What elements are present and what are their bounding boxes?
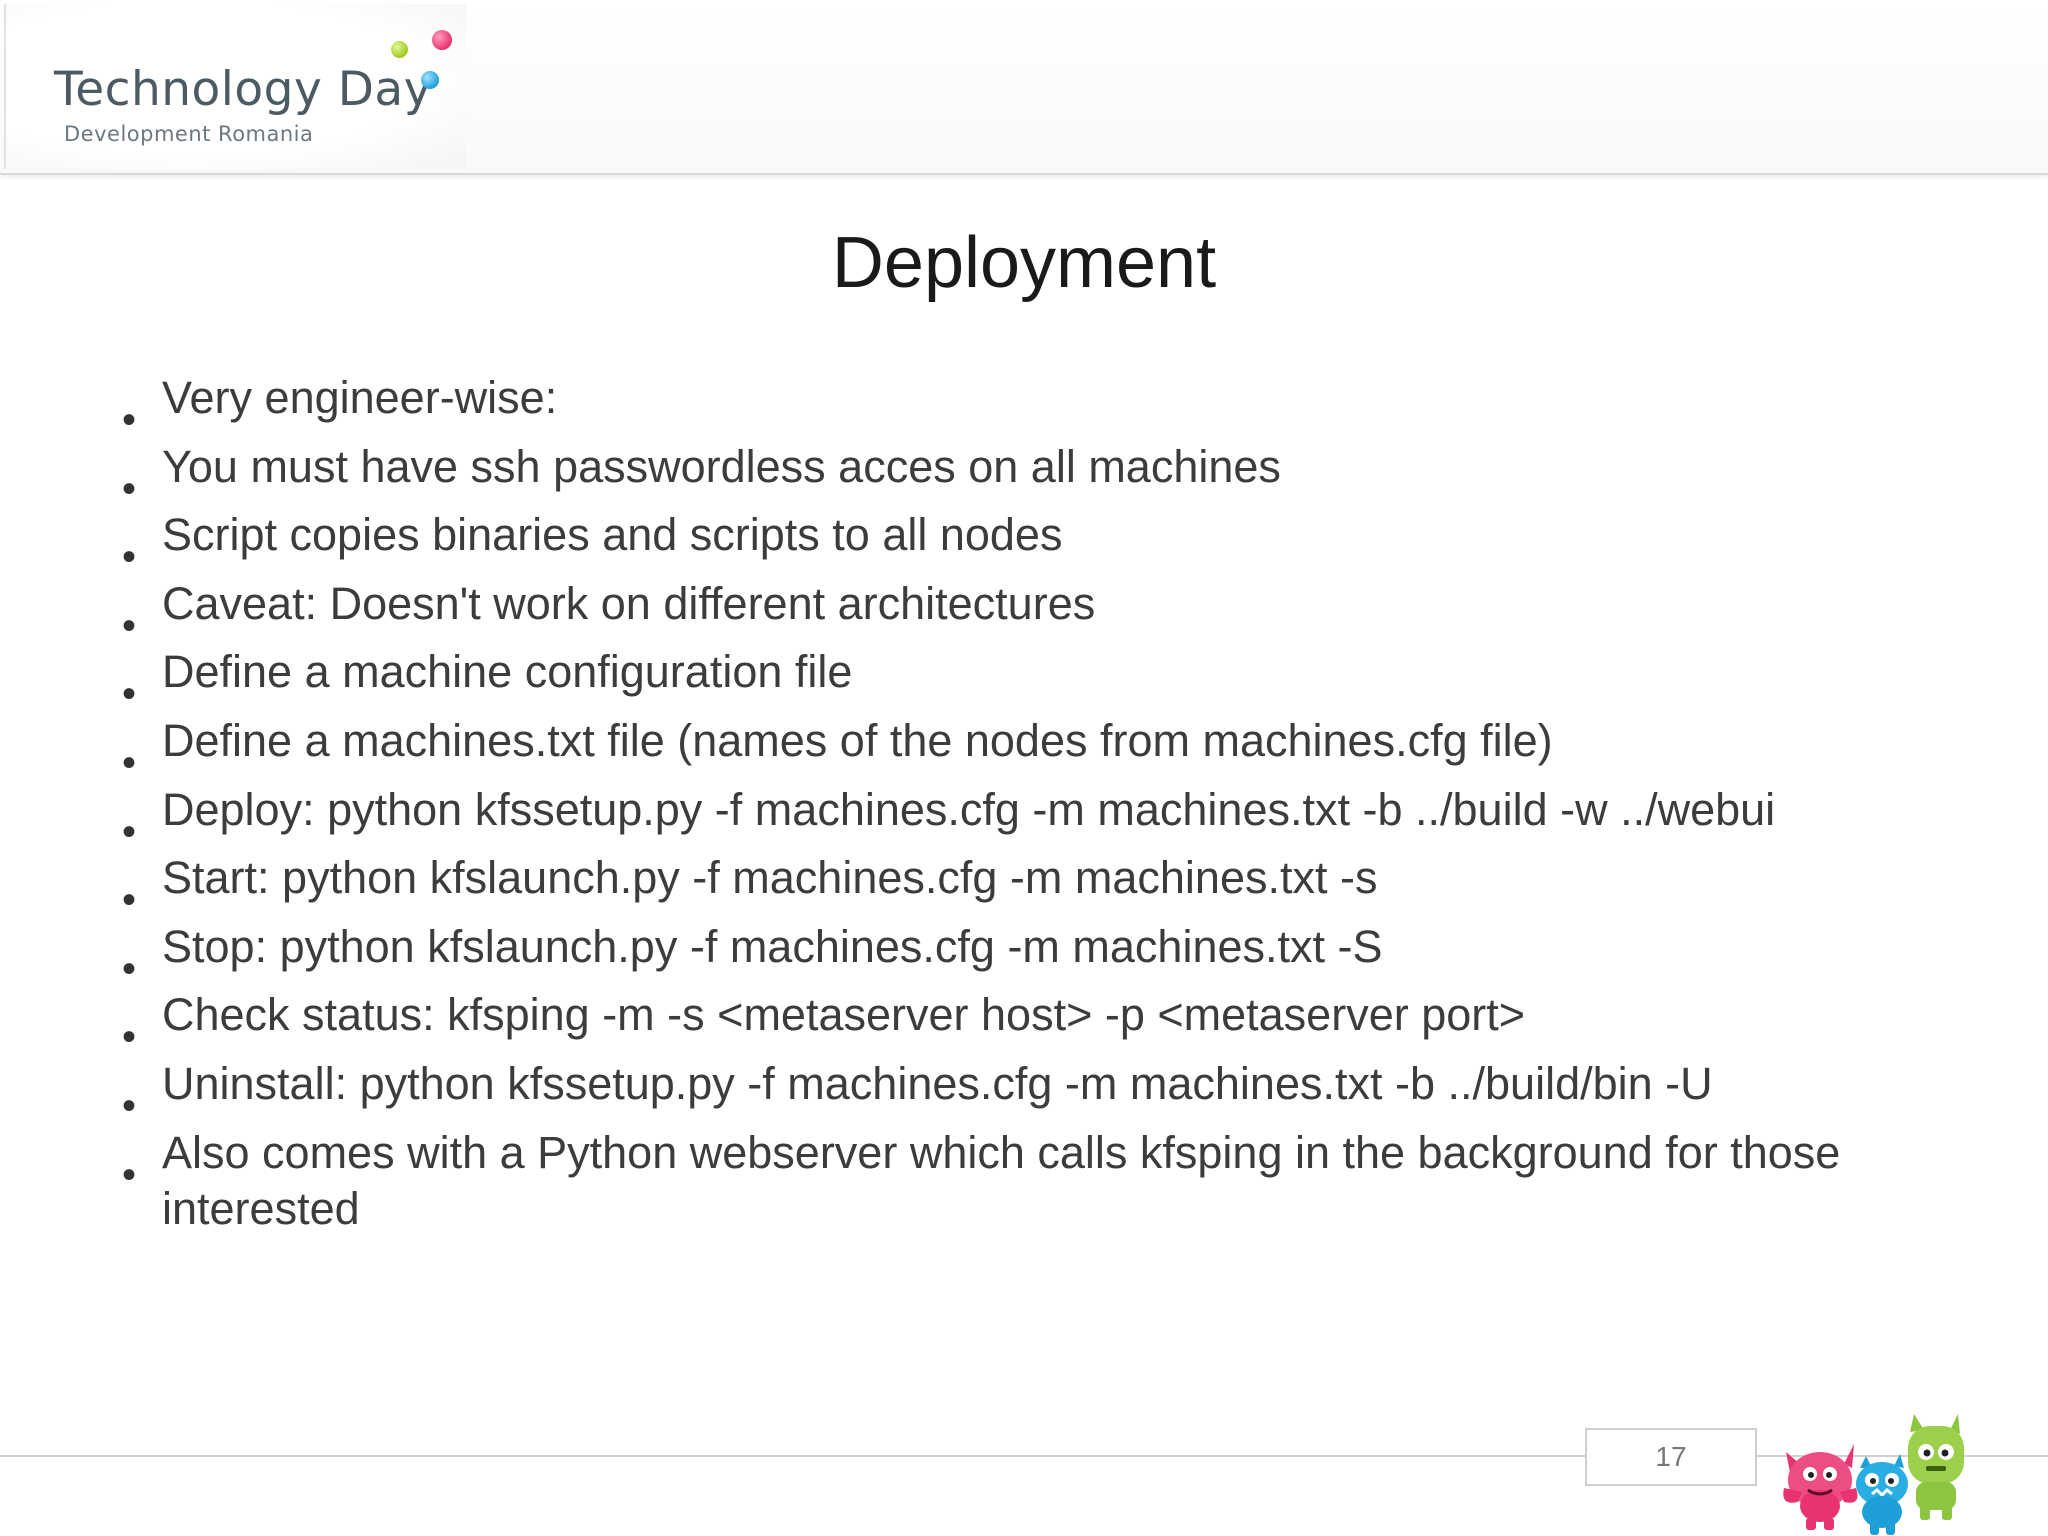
bullet-marker: • [122, 878, 137, 922]
header-band: Technology Day Development Romania [0, 0, 2048, 175]
bullet-text: Caveat: Doesn't work on different archit… [162, 578, 1096, 629]
page-number: 17 [1585, 1428, 1757, 1486]
bullet-marker: • [122, 1084, 137, 1128]
logo-subtitle: Development Romania [64, 122, 314, 146]
green-dot-icon [391, 41, 408, 58]
mascots-icon [1783, 1414, 1964, 1535]
bullet-marker: • [122, 1015, 137, 1059]
green-mascot-icon [1908, 1414, 1964, 1520]
bullet-marker: • [122, 467, 137, 511]
bullet-text: Also comes with a Python webserver which… [162, 1127, 1841, 1234]
blue-mascot-icon [1856, 1454, 1908, 1535]
footer-divider [0, 1455, 2048, 1457]
bullet-text: Script copies binaries and scripts to al… [162, 509, 1063, 560]
bullet-text: You must have ssh passwordless acces on … [162, 441, 1281, 492]
logo: Technology Day Development Romania [4, 4, 466, 169]
blue-dot-icon [421, 71, 439, 89]
bullet-marker: • [122, 398, 137, 442]
bullet-marker: • [122, 1153, 137, 1197]
bullet-marker: • [122, 810, 137, 854]
bullet-marker: • [122, 604, 137, 648]
pink-dot-icon [432, 30, 452, 50]
bullet-marker: • [122, 672, 137, 716]
bullet-text: Deploy: python kfssetup.py -f machines.c… [162, 784, 1776, 835]
pink-mascot-icon [1783, 1444, 1858, 1530]
bullet-text: Define a machine configuration file [162, 646, 853, 697]
slide-title: Deployment [831, 223, 1217, 303]
bullet-text: Stop: python kfslaunch.py -f machines.cf… [162, 921, 1383, 972]
bullet-text: Start: python kfslaunch.py -f machines.c… [162, 852, 1378, 903]
bullet-marker: • [122, 535, 137, 579]
bullet-marker: • [122, 741, 137, 785]
bullet-marker: • [122, 947, 137, 991]
bullet-text: Uninstall: python kfssetup.py -f machine… [162, 1058, 1713, 1109]
bullet-text: Check status: kfsping -m -s <metaserver … [162, 989, 1526, 1040]
bullet-text: Define a machines.txt file (names of the… [162, 715, 1553, 766]
logo-title: Technology Day [54, 62, 433, 117]
bullet-text: Very engineer-wise: [162, 372, 558, 423]
